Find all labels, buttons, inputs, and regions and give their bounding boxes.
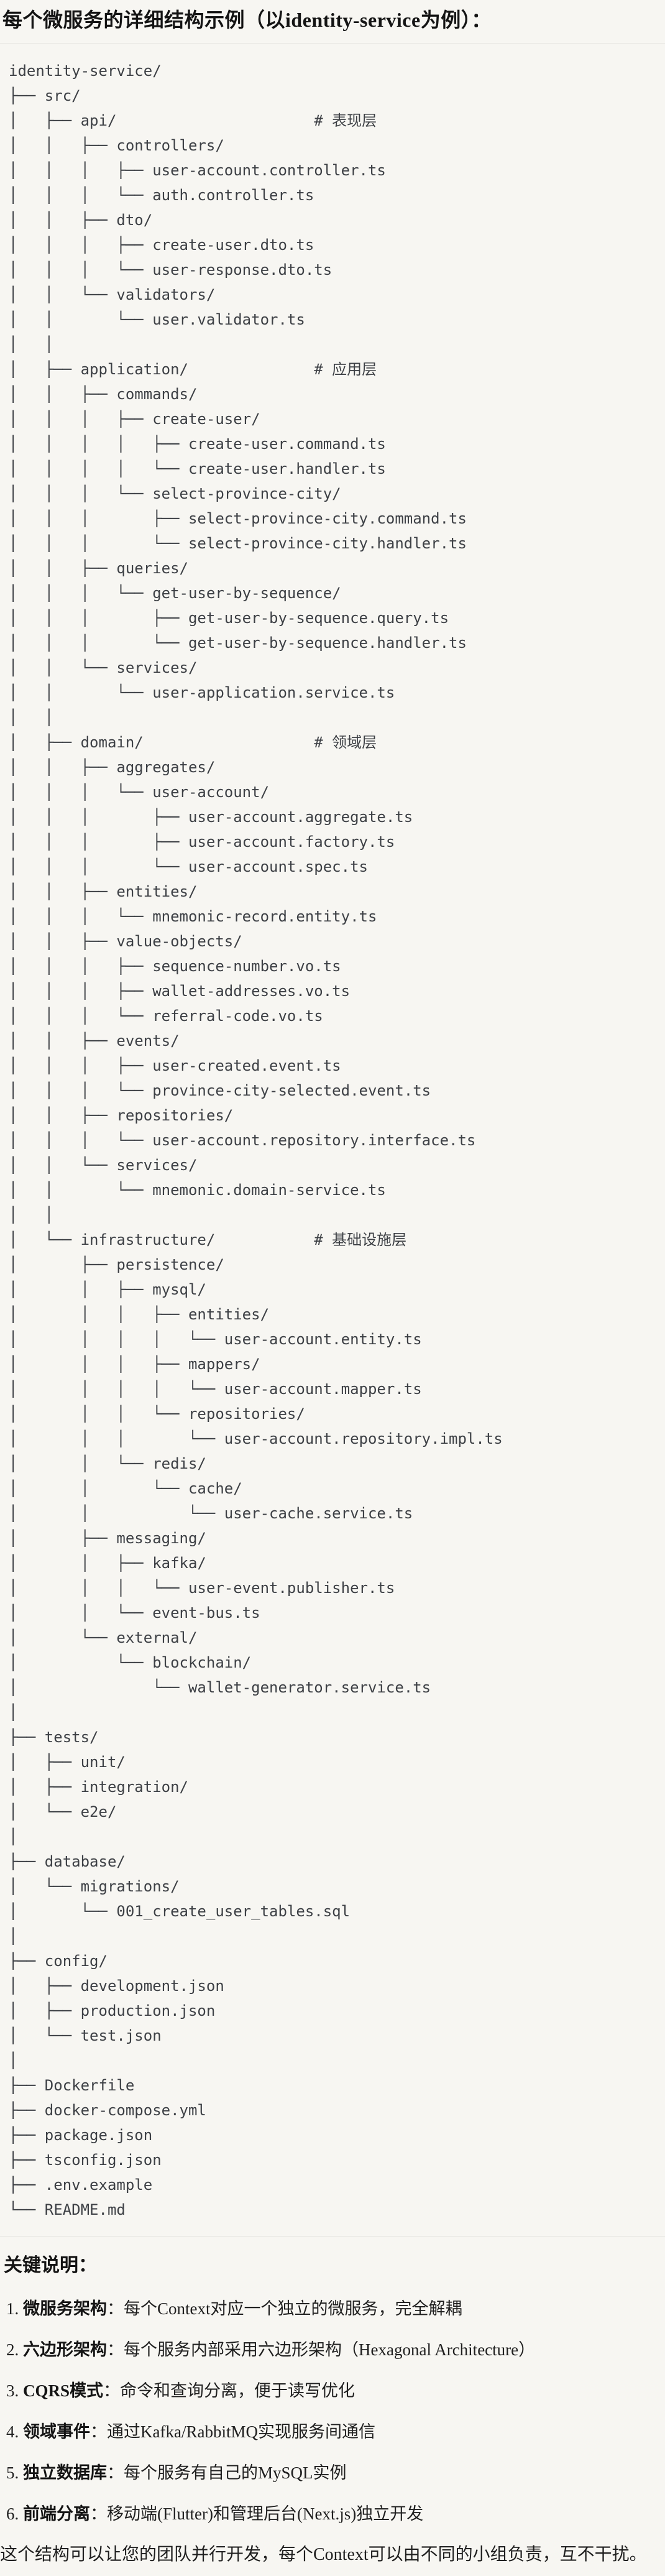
note-term: 独立数据库 [23, 2463, 107, 2482]
note-term: 六边形架构 [23, 2340, 107, 2359]
closing-paragraph: 这个结构可以让您的团队并行开发，每个Context可以由不同的小组负责，互不干扰… [0, 2545, 647, 2564]
code-block: identity-service/ ├── src/ │ ├── api/ # … [0, 43, 665, 2237]
notes-heading: 关键说明： [4, 2255, 97, 2276]
note-number: 5. [6, 2463, 23, 2482]
note-term: 领域事件 [23, 2422, 90, 2441]
directory-tree: identity-service/ ├── src/ │ ├── api/ # … [9, 62, 503, 2218]
note-number: 6. [6, 2504, 23, 2523]
notes-section: 关键说明： 1. 微服务架构：每个Context对应一个独立的微服务，完全解耦 … [0, 2253, 665, 2576]
note-text: ：命令和查询分离，便于读写优化 [103, 2381, 355, 2400]
note-item: 2. 六边形架构：每个服务内部采用六边形架构（Hexagonal Archite… [0, 2338, 665, 2361]
note-term: 微服务架构 [23, 2299, 107, 2318]
note-number: 3. [6, 2381, 23, 2400]
note-text: ：通过Kafka/RabbitMQ实现服务间通信 [90, 2422, 375, 2441]
note-term: 前端分离 [23, 2504, 90, 2523]
note-text: ：每个Context对应一个独立的微服务，完全解耦 [107, 2299, 462, 2318]
note-item: 6. 前端分离：移动端(Flutter)和管理后台(Next.js)独立开发 [0, 2503, 665, 2525]
note-number: 2. [6, 2340, 23, 2359]
note-item: 1. 微服务架构：每个Context对应一个独立的微服务，完全解耦 [0, 2297, 665, 2320]
note-item: 4. 领域事件：通过Kafka/RabbitMQ实现服务间通信 [0, 2421, 665, 2443]
note-term: CQRS模式 [23, 2381, 104, 2400]
page-title: 每个微服务的详细结构示例（以identity-service为例）： [2, 9, 492, 31]
note-item: 5. 独立数据库：每个服务有自己的MySQL实例 [0, 2462, 665, 2484]
note-text: ：每个服务内部采用六边形架构（Hexagonal Architecture） [107, 2340, 536, 2359]
note-number: 4. [6, 2422, 23, 2441]
note-item: 3. CQRS模式：命令和查询分离，便于读写优化 [0, 2380, 665, 2402]
note-text: ：移动端(Flutter)和管理后台(Next.js)独立开发 [90, 2504, 424, 2523]
note-number: 1. [6, 2299, 23, 2318]
note-text: ：每个服务有自己的MySQL实例 [107, 2463, 347, 2482]
